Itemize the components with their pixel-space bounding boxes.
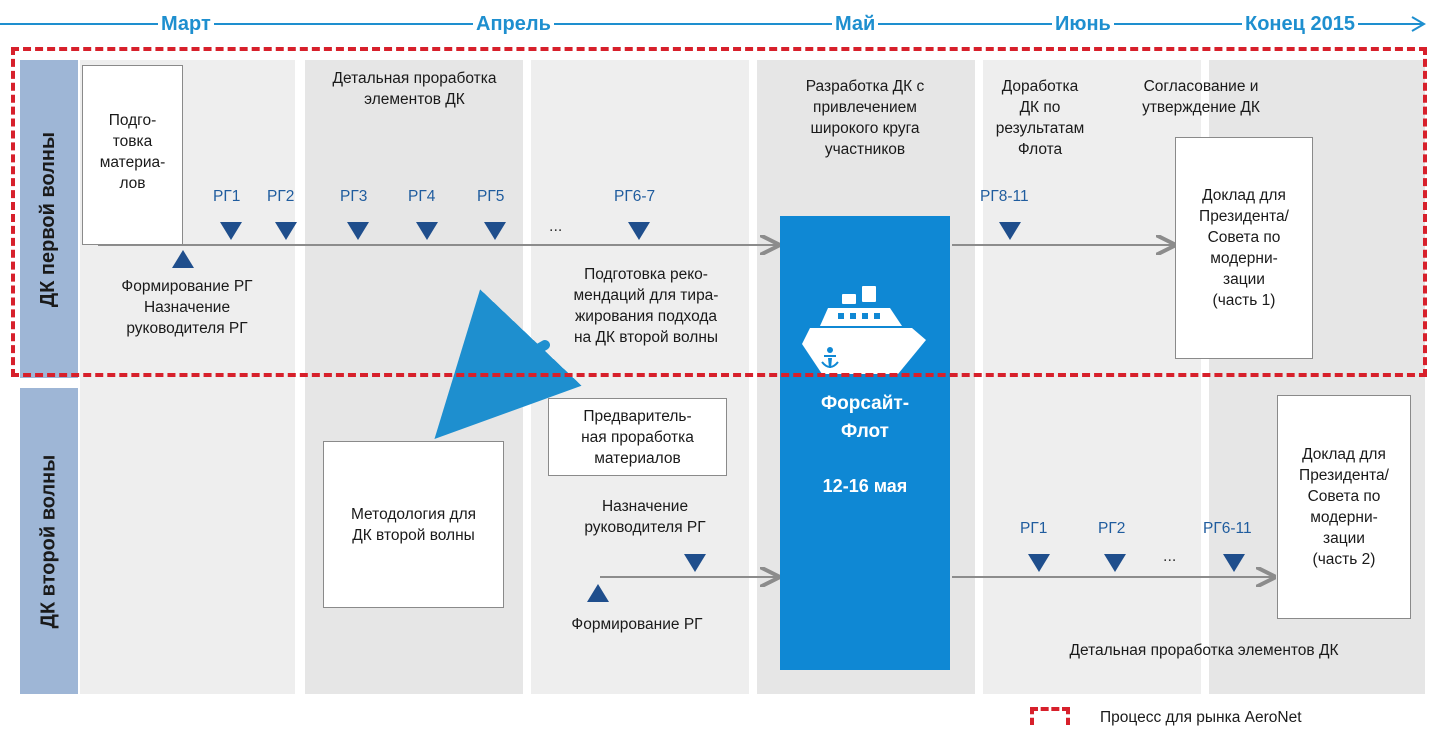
foresight-block: Форсайт- Флот 12-16 мая	[780, 216, 950, 670]
foresight-title: Форсайт- Флот	[820, 393, 910, 442]
methodology-text: Методология для ДК второй волны	[350, 505, 477, 544]
prep-materials-text: Подго- товка материа- лов	[99, 112, 166, 192]
report-part-1-text: Доклад для Президента/ Совета по модерни…	[1199, 187, 1289, 309]
row-label-first-wave: ДК первой волны	[20, 60, 78, 378]
develop-title: Разработка ДК с привлечением широкого кр…	[805, 78, 925, 158]
milestone-triangle-rg4	[416, 222, 438, 240]
milestone-triangle-rg6-7	[628, 222, 650, 240]
first-wave-ellipsis: ...	[549, 218, 563, 235]
leader-note: Назначение руководителя РГ	[584, 498, 706, 536]
prelim-materials-box: Предваритель- ная проработка материалов	[548, 398, 727, 476]
timeline-arrowhead	[1411, 16, 1426, 32]
milestone-triangle-rg5	[484, 222, 506, 240]
formation-note-2: Формирование РГ	[571, 616, 703, 633]
month-june: Июнь	[1052, 12, 1114, 36]
rg2-label-1: РГ1	[1020, 520, 1048, 537]
report-part-2-text: Доклад для Президента/ Совета по модерни…	[1299, 446, 1389, 568]
rg-label-5: РГ5	[477, 188, 505, 205]
milestone-triangle-rg3	[347, 222, 369, 240]
formation-note: Формирование РГ Назначение руководителя …	[121, 278, 253, 337]
rg-label-4: РГ4	[408, 188, 436, 205]
milestone-triangle-rg6-11	[1223, 554, 1245, 572]
row-label-second-wave: ДК второй волны	[20, 388, 78, 694]
month-end-2015: Конец 2015	[1242, 12, 1358, 36]
legend-swatch	[1030, 707, 1070, 725]
month-april: Апрель	[473, 12, 554, 36]
second-wave-ellipsis: ...	[1163, 548, 1177, 565]
month-march: Март	[158, 12, 214, 36]
month-may: Май	[832, 12, 879, 36]
ship-icon	[802, 286, 926, 374]
prep-materials-box: Подго- товка материа- лов	[82, 65, 183, 245]
rg-label-8-11: РГ8-11	[980, 188, 1029, 205]
column-june	[983, 60, 1201, 694]
aeronet-process-region	[11, 47, 1427, 377]
milestone-triangle-rg2-2	[1104, 554, 1126, 572]
detail-title: Детальная проработка элементов ДК	[332, 70, 497, 108]
rg-label-1: РГ1	[213, 188, 241, 205]
milestone-triangle-leader	[684, 554, 706, 572]
rg2-label-6-11: РГ6-11	[1203, 520, 1252, 537]
legend-label: Процесс для рынка AeroNet	[1100, 709, 1302, 726]
milestone-triangle-rg1-2	[1028, 554, 1050, 572]
milestone-triangle-rg2	[275, 222, 297, 240]
foresight-dates: 12-16 мая	[822, 476, 908, 496]
milestone-triangle-formation	[172, 250, 194, 268]
recommendation-note: Подготовка реко- мендаций для тира- жиро…	[573, 266, 719, 346]
rg-label-3: РГ3	[340, 188, 368, 205]
rg-label-6-7: РГ6-7	[614, 188, 656, 205]
rg2-label-2: РГ2	[1098, 520, 1126, 537]
approve-title: Согласование и утверждение ДК	[1142, 78, 1260, 116]
milestone-triangle-rg1	[220, 222, 242, 240]
prelim-materials-text: Предваритель- ная проработка материалов	[581, 407, 694, 467]
report-part-1-box: Доклад для Президента/ Совета по модерни…	[1175, 137, 1313, 359]
detail-note-2: Детальная проработка элементов ДК	[1069, 642, 1339, 659]
report-part-2-box: Доклад для Президента/ Совета по модерни…	[1277, 395, 1411, 619]
milestone-triangle-rg8-11	[999, 222, 1021, 240]
methodology-box: Методология для ДК второй волны	[323, 441, 504, 608]
refine-title: Доработка ДК по результатам Флота	[995, 78, 1085, 158]
milestone-triangle-formation-2	[587, 584, 609, 602]
rg-label-2: РГ2	[267, 188, 295, 205]
